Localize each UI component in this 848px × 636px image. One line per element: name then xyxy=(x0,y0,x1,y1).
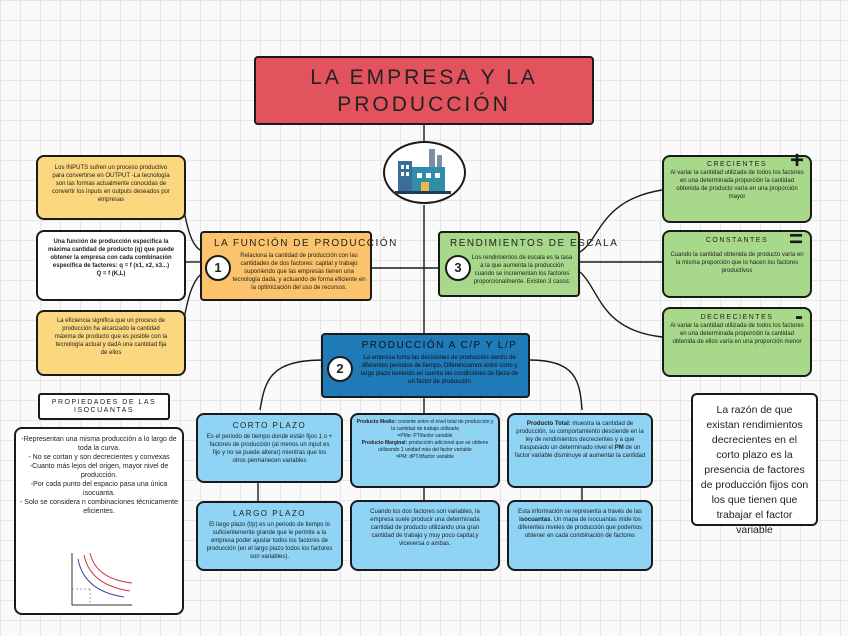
constantes-box: CONSTANTES Cuando la cantidad obtenida d… xyxy=(662,230,812,298)
largo-plazo-title: LARGO PLAZO xyxy=(233,509,306,518)
decrecientes-title: DECRECIENTES xyxy=(700,314,774,321)
producto-medio-formula: =PMe: PT/factor variable xyxy=(397,433,453,439)
razon-text: La razón de que existan rendimientos dec… xyxy=(700,404,809,536)
rendimientos-title: RENDIMIENTOS DE ESCALA xyxy=(450,238,619,249)
eficiencia-text: La eficiencia significa que un proceso d… xyxy=(54,318,168,356)
producto-total-text2: de un factor variable disminuye al aumen… xyxy=(514,445,646,459)
corto-plazo-text: Es el periodo de tiempo donde están fijo… xyxy=(206,434,333,464)
inputs-text: Los INPUTS sufren un proceso productivo … xyxy=(52,165,170,203)
producto-total-label: Producto Total: xyxy=(526,421,571,427)
isocuantas-text-bold: isocuantas xyxy=(519,517,551,523)
isocuantas-text-before: Esta información se representa a través … xyxy=(518,509,642,515)
funcion-produccion-box: LA FUNCIÓN DE PRODUCCIÓN Relaciona la ca… xyxy=(200,231,398,301)
funcion-definicion-text: Una función de producción especifica la … xyxy=(47,239,174,269)
step-number-3: 3 xyxy=(445,255,471,281)
step-number-1: 1 xyxy=(205,255,231,281)
largo-plazo-text: El largo plazo (l/p) es un periodo de ti… xyxy=(206,522,333,560)
equals-icon: = xyxy=(789,226,804,253)
crecientes-text: Al variar la cantidad utilizada de todos… xyxy=(670,170,804,200)
producto-marginal-label: Producto Marginal: xyxy=(361,440,408,446)
producto-total: Producto Total: muestra la cantidad de p… xyxy=(514,420,646,460)
propiedad-item: -Cuanto más lejos del origen, mayor nive… xyxy=(29,463,169,479)
decrecientes-text: Al variar la cantidad utilizada de todos… xyxy=(670,323,804,345)
producto-marginal-text: producción adicional que se obtiene util… xyxy=(378,440,489,453)
dos-factores-text: Cuando los dos factores son variables, l… xyxy=(370,509,480,547)
main-title-box: LA EMPRESA Y LA PRODUCCIÓN xyxy=(254,56,594,125)
isocuantas-text-after: . Un mapa de isocuantas mide los diferen… xyxy=(517,517,643,539)
produccion-title: PRODUCCIÓN A C/P Y L/P xyxy=(361,340,518,351)
propiedades-title: PROPIEDADES DE LAS ISOCUANTAS xyxy=(51,399,157,414)
producto-total-pm: PM xyxy=(614,445,624,451)
constantes-text: Cuando la cantidad obtenida de producto … xyxy=(670,252,804,274)
razon-box: La razón de que existan rendimientos dec… xyxy=(691,393,818,536)
isocuantas-info-box: Esta información se representa a través … xyxy=(507,500,653,571)
propiedad-item: - Solo se considera n combinaciones técn… xyxy=(20,499,178,515)
plus-icon: + xyxy=(790,147,805,174)
isocuantas-info: Esta información se representa a través … xyxy=(517,508,643,540)
inputs-box: Los INPUTS sufren un proceso productivo … xyxy=(36,155,186,220)
factory-icon-circle xyxy=(383,141,466,204)
propiedad-item: -Representan una misma producción a lo l… xyxy=(21,436,177,452)
producto-medio-label: Producto Medio: xyxy=(356,419,397,425)
eficiencia-box: La eficiencia significa que un proceso d… xyxy=(36,310,186,376)
produccion-text: La empresa toma las decisiones de produc… xyxy=(360,355,519,385)
producto-total-text: muestra la cantidad de producción, su co… xyxy=(516,421,644,451)
producto-marginal: Producto Marginal: producción adicional … xyxy=(356,440,494,454)
funcion-formula: Q = f (K,L) xyxy=(96,271,126,277)
factory-icon xyxy=(395,149,451,194)
producto-medio-marginal-box: Producto Medio: cociente entre el nivel … xyxy=(350,413,500,488)
decrecientes-box: DECRECIENTES Al variar la cantidad utili… xyxy=(662,307,812,377)
largo-plazo-box: LARGO PLAZO El largo plazo (l/p) es un p… xyxy=(196,501,343,571)
producto-marginal-formula: =PM: dPT/dfactor variable xyxy=(396,454,454,460)
isocuantas-graph xyxy=(71,552,133,606)
minus-icon: - xyxy=(795,303,803,330)
corto-plazo-title: CORTO PLAZO xyxy=(232,421,307,430)
producto-medio: Producto Medio: cociente entre el nivel … xyxy=(356,419,494,433)
main-title: LA EMPRESA Y LA PRODUCCIÓN xyxy=(310,66,538,116)
dos-factores-box: Cuando los dos factores son variables, l… xyxy=(350,500,500,571)
producto-total-box: Producto Total: muestra la cantidad de p… xyxy=(507,413,653,488)
producto-medio-text: cociente entre el nivel total de producc… xyxy=(391,419,494,432)
step-number-2: 2 xyxy=(327,356,353,382)
crecientes-box: CRECIENTES Al variar la cantidad utiliza… xyxy=(662,155,812,223)
produccion-box: PRODUCCIÓN A C/P Y L/P La empresa toma l… xyxy=(321,333,530,398)
propiedades-box: -Representan una misma producción a lo l… xyxy=(14,427,184,615)
rendimientos-text: Los rendimientos de escala es la tasa a … xyxy=(471,255,573,285)
constantes-title: CONSTANTES xyxy=(705,237,769,244)
crecientes-title: CRECIENTES xyxy=(706,161,768,168)
corto-plazo-box: CORTO PLAZO Es el periodo de tiempo dond… xyxy=(196,413,343,483)
funcion-text: Relaciona la cantidad de producción con … xyxy=(232,253,366,291)
propiedad-item: - No se cortan y son decrecientes y conv… xyxy=(28,454,170,461)
propiedades-title-box: PROPIEDADES DE LAS ISOCUANTAS xyxy=(38,393,170,420)
propiedad-item: -Por cada punto del espacio pasa una úni… xyxy=(30,481,168,497)
funcion-title: LA FUNCIÓN DE PRODUCCIÓN xyxy=(214,238,398,249)
funcion-definicion-box: Una función de producción especifica la … xyxy=(36,230,186,301)
